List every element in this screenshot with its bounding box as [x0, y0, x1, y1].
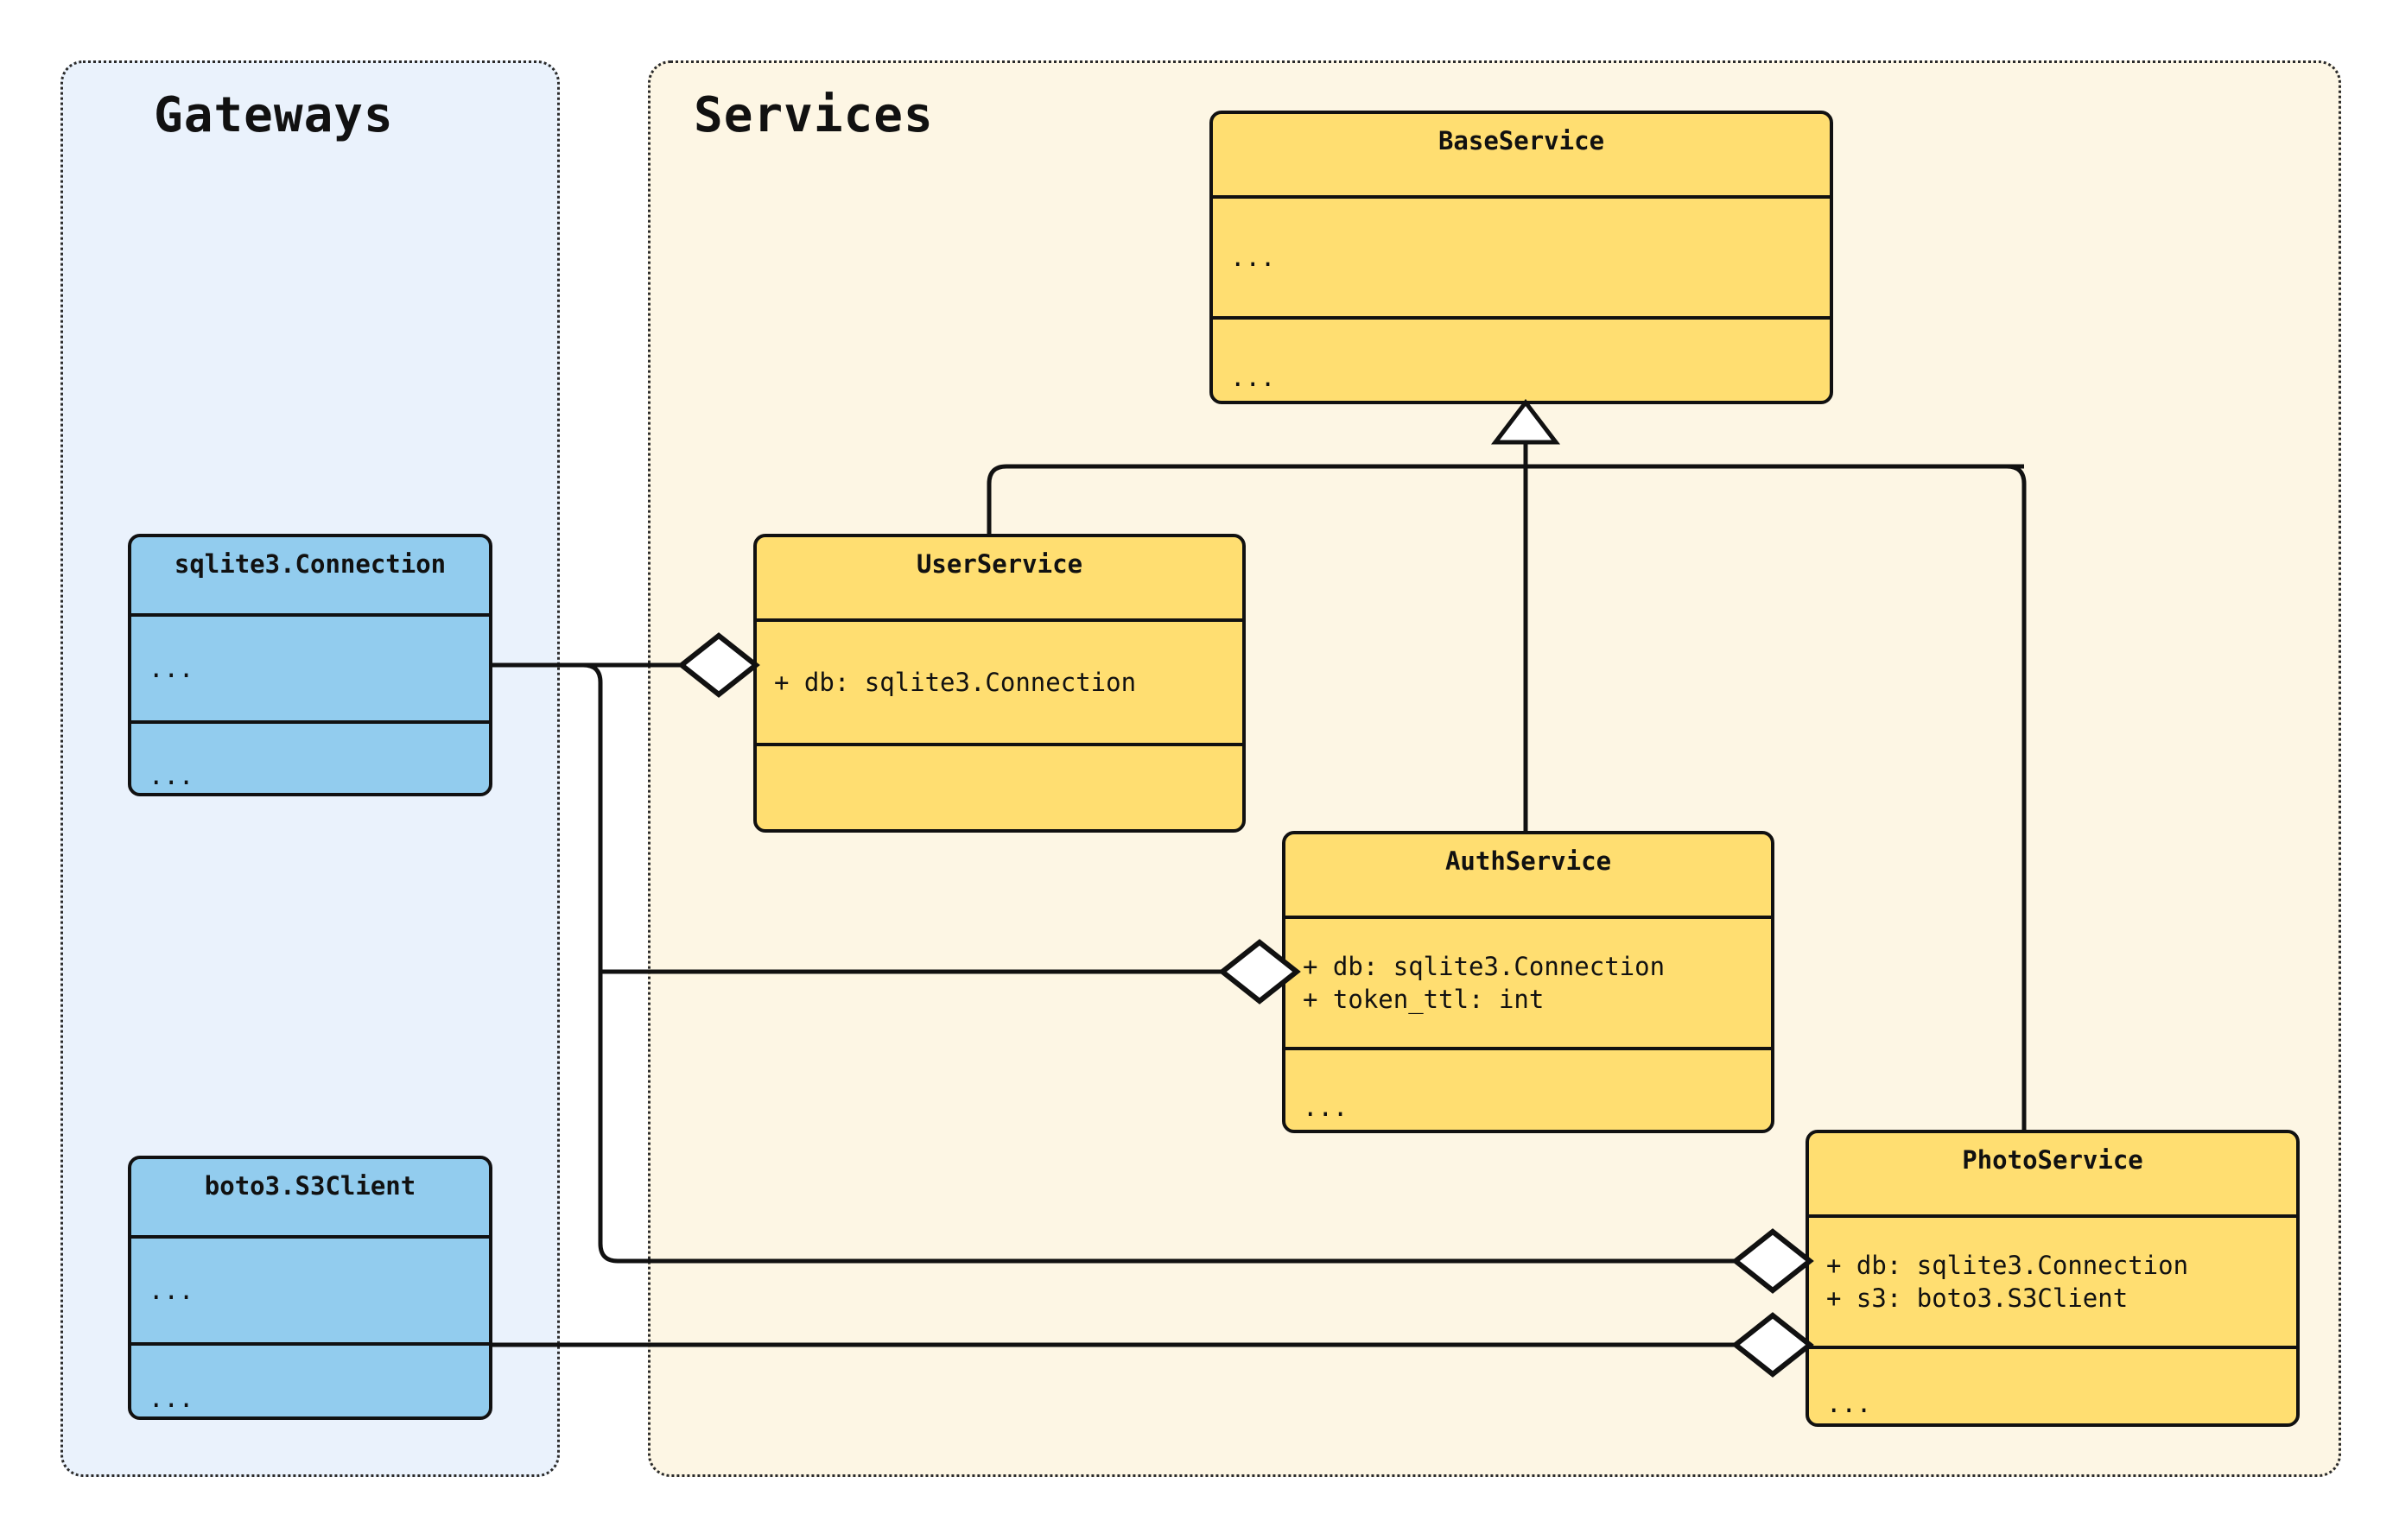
class-name-boto3-s3client: boto3.S3Client — [131, 1159, 489, 1239]
attribute-row: ... — [149, 653, 194, 683]
attribute-row: ... — [149, 1275, 194, 1305]
class-attributes-photoservice: + db: sqlite3.Connection + s3: boto3.S3C… — [1809, 1218, 2296, 1349]
class-box-authservice[interactable]: AuthService + db: sqlite3.Connection + t… — [1282, 831, 1774, 1133]
attribute-row: + db: sqlite3.Connection — [1826, 1250, 2189, 1280]
class-attributes-userservice: + db: sqlite3.Connection — [757, 622, 1242, 746]
attribute-row: + s3: boto3.S3Client — [1826, 1283, 2129, 1313]
class-methods-photoservice: ... — [1809, 1349, 2296, 1423]
class-box-baseservice[interactable]: BaseService ... ... — [1209, 111, 1833, 404]
method-row: ... — [1303, 1092, 1349, 1122]
class-name-userservice: UserService — [757, 537, 1242, 622]
class-name-sqlite3-connection: sqlite3.Connection — [131, 537, 489, 617]
class-methods-authservice: ... — [1285, 1050, 1771, 1130]
class-box-photoservice[interactable]: PhotoService + db: sqlite3.Connection + … — [1806, 1130, 2300, 1427]
attribute-row: + token_ttl: int — [1303, 985, 1545, 1014]
class-attributes-sqlite3-connection: ... — [131, 617, 489, 724]
method-row: ... — [1230, 362, 1276, 392]
attribute-row: + db: sqlite3.Connection — [774, 667, 1137, 697]
attribute-row: ... — [1230, 242, 1276, 272]
class-attributes-baseservice: ... — [1213, 199, 1830, 320]
class-methods-boto3-s3client: ... — [131, 1346, 489, 1416]
class-name-photoservice: PhotoService — [1809, 1133, 2296, 1218]
class-attributes-boto3-s3client: ... — [131, 1239, 489, 1346]
class-name-baseservice: BaseService — [1213, 114, 1830, 199]
method-row: ... — [1826, 1388, 1872, 1418]
class-methods-baseservice: ... — [1213, 320, 1830, 401]
attribute-row: + db: sqlite3.Connection — [1303, 951, 1666, 981]
class-attributes-authservice: + db: sqlite3.Connection + token_ttl: in… — [1285, 919, 1771, 1050]
method-row: ... — [149, 1383, 194, 1413]
class-box-boto3-s3client[interactable]: boto3.S3Client ... ... — [128, 1156, 492, 1420]
class-methods-sqlite3-connection: ... — [131, 724, 489, 793]
class-box-userservice[interactable]: UserService + db: sqlite3.Connection — [753, 534, 1246, 833]
class-methods-userservice — [757, 746, 1242, 829]
package-services-title: Services — [694, 87, 934, 143]
method-row: ... — [149, 760, 194, 790]
class-box-sqlite3-connection[interactable]: sqlite3.Connection ... ... — [128, 534, 492, 796]
class-name-authservice: AuthService — [1285, 834, 1771, 919]
package-gateways-title: Gateways — [154, 87, 394, 143]
